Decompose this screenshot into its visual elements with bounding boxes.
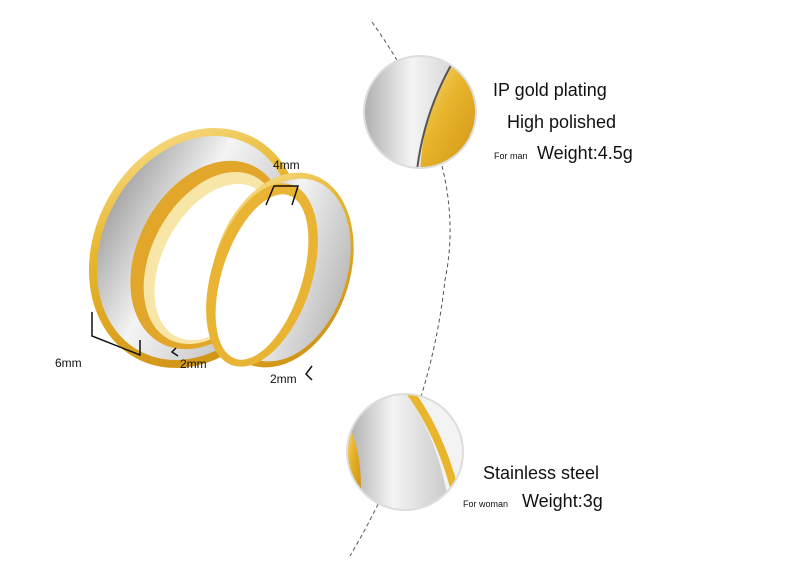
dimension-bracket-2mm-man — [170, 347, 179, 357]
label-for-man: For man — [494, 151, 528, 161]
feature-stainless-steel: Stainless steel — [483, 463, 600, 483]
label-for-woman: For woman — [463, 499, 509, 509]
womens-ring — [206, 172, 354, 368]
dimension-bracket-4mm — [265, 185, 300, 206]
dimension-label-2mm-woman: 2mm — [270, 372, 297, 386]
dimension-bracket-6mm — [91, 312, 141, 357]
weight-woman: Weight:3g — [522, 491, 603, 511]
detail-circle-stainless — [346, 393, 464, 511]
dimension-label-6mm: 6mm — [55, 356, 82, 370]
detail-circle-gold-plating — [363, 55, 477, 169]
feature-high-polished: High polished — [507, 112, 617, 132]
feature-gold-plating: IP gold plating — [493, 80, 607, 100]
dimension-label-4mm: 4mm — [273, 158, 300, 172]
weight-man: Weight:4.5g — [537, 143, 633, 163]
dimension-label-2mm-man: 2mm — [180, 357, 207, 371]
dimension-bracket-2mm-woman — [305, 365, 313, 381]
